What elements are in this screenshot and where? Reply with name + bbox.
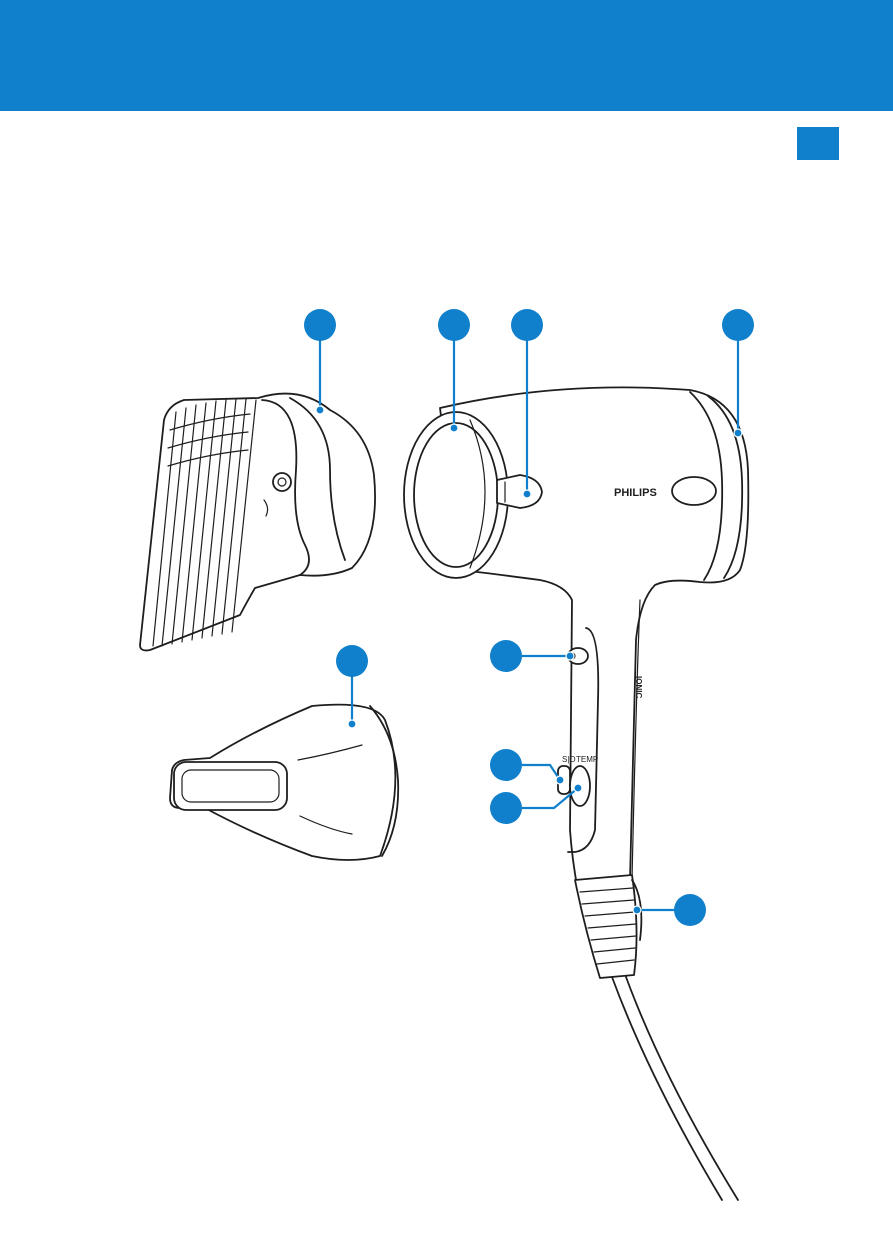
hair-dryer-drawing: PHILIPS S|O TEMP IONIC	[404, 387, 748, 1200]
handle-label: IONIC	[634, 676, 643, 698]
svg-text:S|O: S|O	[562, 755, 576, 764]
callout-cool-shot-button	[490, 640, 574, 672]
brand-logo: PHILIPS	[614, 487, 657, 499]
comb-attachment-drawing	[140, 394, 375, 651]
concentrator-drawing	[170, 705, 398, 860]
temp-label: TEMP	[576, 755, 598, 764]
callout-hanging-loop	[633, 894, 706, 926]
callout-speed-switch	[490, 749, 564, 784]
